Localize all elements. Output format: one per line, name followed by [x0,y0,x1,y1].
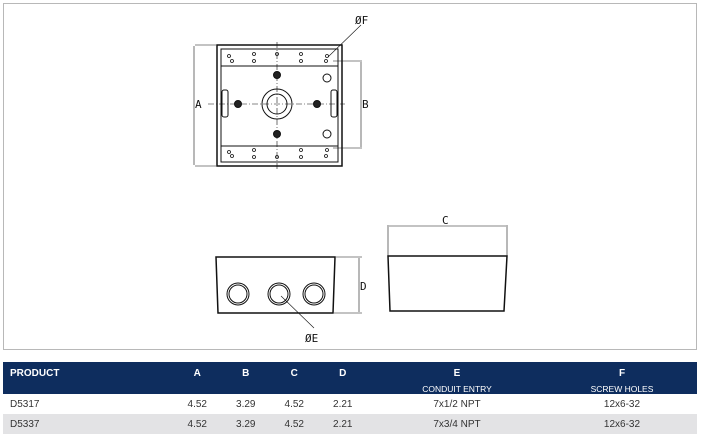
cell-d: 2.21 [333,418,353,430]
header-product: PRODUCT [10,368,60,379]
front-view: D ØE [215,256,367,345]
dim-label-b: B [362,98,369,111]
top-view: A B ØF [193,14,369,170]
cell-b: 3.29 [236,418,256,430]
technical-drawing: A B ØF D ØE C [193,14,508,345]
cell-product: D5337 [10,418,40,430]
box-outline [216,44,343,167]
cell-b: 3.29 [236,398,256,410]
screw-holes [227,52,329,159]
cell-c: 4.52 [284,418,304,430]
header-d: D [339,368,347,379]
header-a: A [193,368,201,379]
table-row: D5317 4.52 3.29 4.52 2.21 7x1/2 NPT 12x6… [3,394,697,414]
table-row: D5337 4.52 3.29 4.52 2.21 7x3/4 NPT 12x6… [3,414,697,434]
header-b: B [242,368,250,379]
cell-a: 4.52 [187,398,207,410]
dim-label-d: D [360,280,367,293]
cell-f: 12x6-32 [603,418,641,430]
cell-a: 4.52 [187,418,207,430]
center-knockout [261,88,293,120]
cell-product: D5317 [10,398,40,410]
dim-label-c: C [442,214,449,227]
dim-label-a: A [195,98,202,111]
cell-f: 12x6-32 [603,398,641,410]
drawing-frame [3,3,697,350]
side-view: C [387,214,508,312]
box-inner [220,48,339,163]
header-c: C [290,368,298,379]
dim-label-phi-e: ØE [305,332,318,345]
cell-c: 4.52 [284,398,304,410]
mounting-holes [234,71,321,138]
dim-label-phi-f: ØF [355,14,368,27]
cell-e: 7x1/2 NPT [433,398,481,410]
cell-d: 2.21 [333,398,353,410]
cell-e: 7x3/4 NPT [433,418,481,430]
